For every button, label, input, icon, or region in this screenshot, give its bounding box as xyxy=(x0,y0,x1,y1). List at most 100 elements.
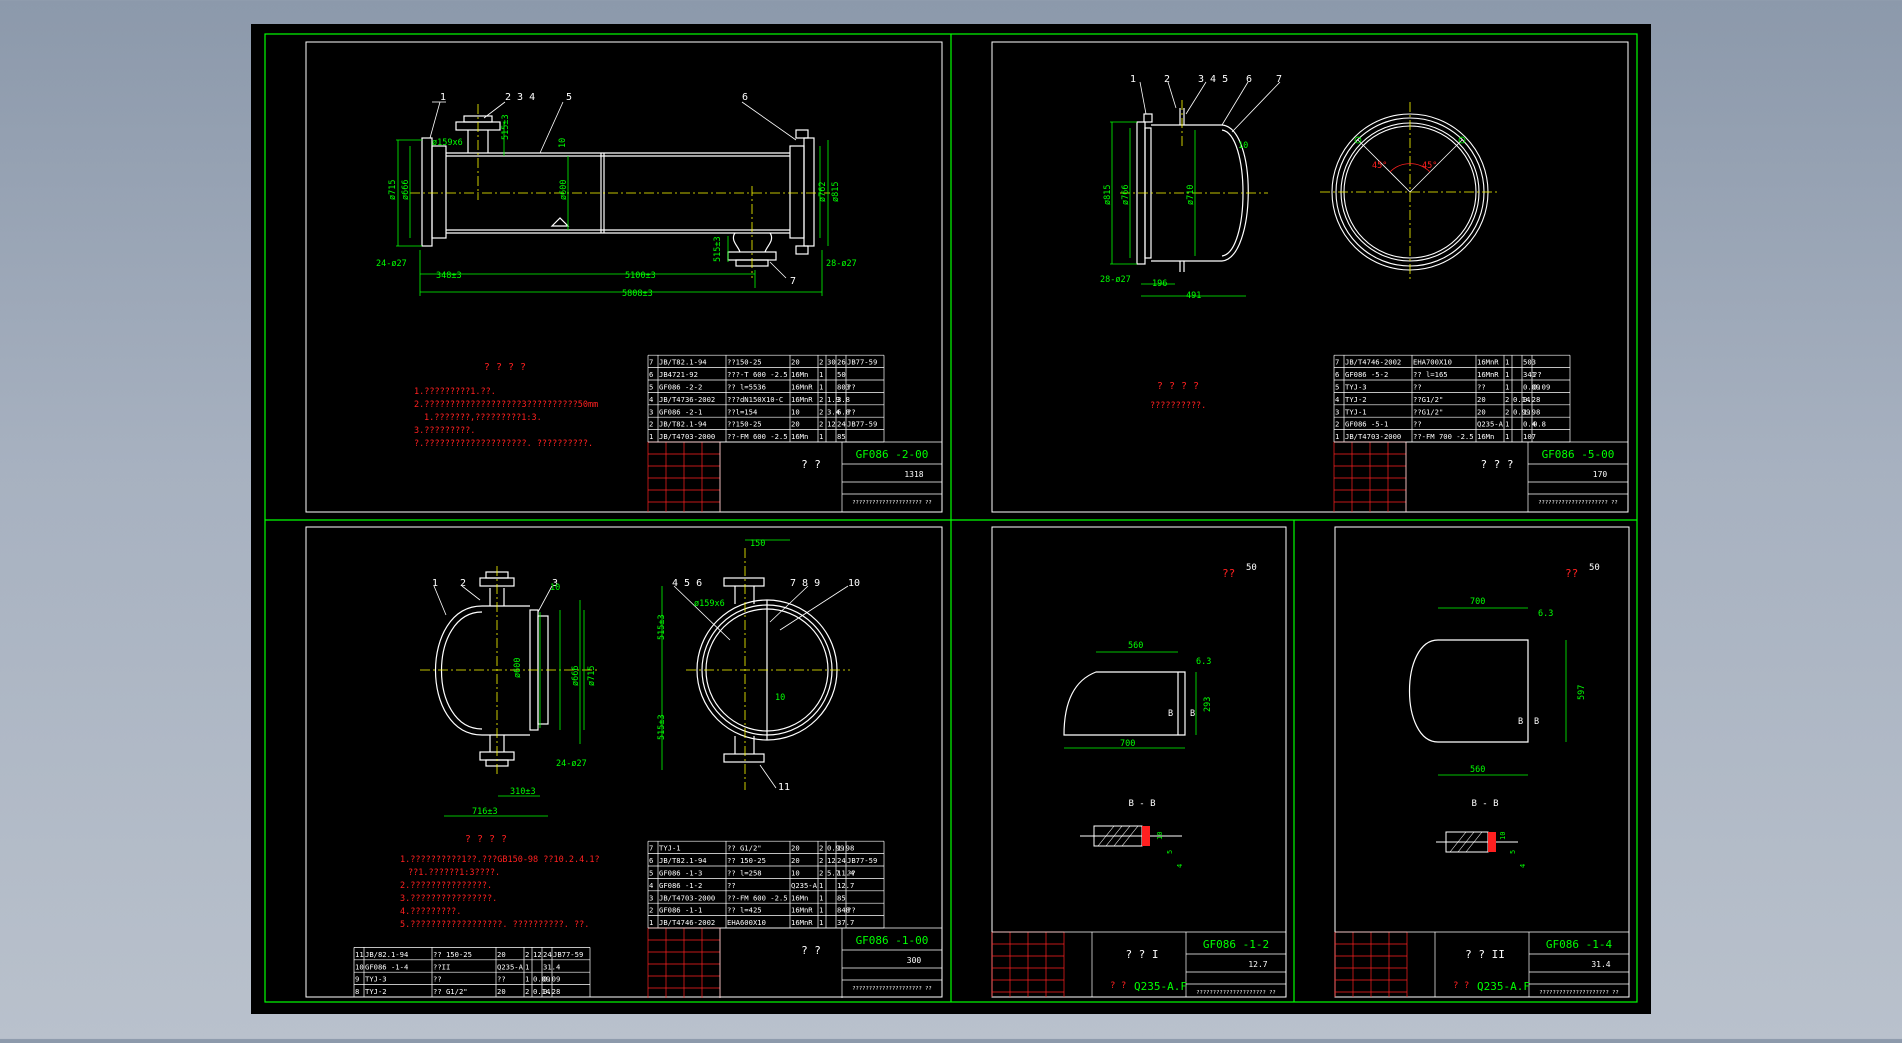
sheet-2-bom-cell: 16MnR xyxy=(1477,370,1499,379)
dimension-text: 10 xyxy=(558,138,568,148)
sheet-4-dimension: 700 xyxy=(1120,739,1135,749)
sheet-1-bom-cell: JB/T82.1-94 xyxy=(659,358,707,367)
sheet-2-bom-cell: ??-FM 700 -2.5 xyxy=(1413,432,1474,441)
sheet-3-assembly-drawing xyxy=(420,539,850,817)
note-line: ??????????. xyxy=(1150,401,1206,411)
sheet-1-bom-cell: 7 xyxy=(649,358,653,367)
sheet-4-section-dim: 4 xyxy=(1176,864,1184,868)
sheet-3-bom-extra-cell: JB/82.1-94 xyxy=(365,950,408,959)
sheet-2-bom-cell: TYJ-3 xyxy=(1345,383,1367,392)
sheet-2-title-block-title: ? ? ? xyxy=(1480,458,1513,471)
dimension-text: ø600 xyxy=(559,180,569,200)
sheet-3-bom-cell: JB/T4746-2002 xyxy=(659,918,715,927)
sheet-5-dimension: 700 xyxy=(1470,597,1485,607)
dimension-text: ø715 xyxy=(587,666,597,686)
dimension-text: 150 xyxy=(750,539,765,549)
sheet-3-bom-extra-cell: 24 xyxy=(543,950,552,959)
sheet-2-bom-cell: 5 xyxy=(1335,383,1339,392)
sheet-2-bom-cell: 7 xyxy=(1335,358,1339,367)
sheet-3-bom-cell: ?? l=258 xyxy=(727,869,762,878)
sheet-2-bom-cell: 0.8 xyxy=(1533,420,1546,429)
sheet-1-bom-cell: ???dN150X10-C xyxy=(727,395,783,404)
note-line: ??1.??????1:3????. xyxy=(408,868,500,878)
sheet-3-bom-extra-cell: 9 xyxy=(355,975,359,984)
dimension-text: 515±3 xyxy=(657,614,667,640)
balloon: 1 xyxy=(432,578,438,589)
dimension-text: 310±3 xyxy=(510,787,536,797)
balloon: 1 xyxy=(1130,74,1136,85)
sheet-2-bom-cell: 1 xyxy=(1505,432,1509,441)
sheet-3-bom-cell: 5.7 xyxy=(827,869,840,878)
dimension-text: 24-ø27 xyxy=(376,259,407,269)
sheet-1-bom-cell: ??-FM 600 -2.5 xyxy=(727,432,788,441)
sheet-1-bom-cell: 6 xyxy=(649,370,653,379)
sheet-5-border xyxy=(1334,526,1630,998)
sheet-3-bom-cell: 1 xyxy=(819,893,823,902)
sheet-1-bom-cell: 3.4 xyxy=(827,407,840,416)
sheet-3-bom-cell: 16MnR xyxy=(791,918,813,927)
dimension-text: 10 xyxy=(775,693,785,703)
dimension-text: 716±3 xyxy=(472,807,498,817)
dimension-text: ø159x6 xyxy=(694,599,725,609)
sheet-5-dimension: 6.3 xyxy=(1538,609,1553,619)
balloon: 5 xyxy=(566,92,572,103)
balloon: 6 xyxy=(1246,74,1252,85)
sheet-5-material: Q235-A.F xyxy=(1477,980,1530,993)
sheet-3-bom-cell: ?? xyxy=(727,881,736,890)
dimension-text: ø766 xyxy=(1121,185,1131,205)
notes-title: ? ? ? ? xyxy=(465,834,507,845)
sheet-3-bom-cell: JB/T4703-2000 xyxy=(659,893,715,902)
sheet-3-bom-cell: EHA600X10 xyxy=(727,918,766,927)
sheet-3-title-block-drawing-no: GF086 -1-00 xyxy=(856,934,929,947)
sheet-2-bom-cell: 1 xyxy=(1335,432,1339,441)
sheet-1-bom-cell: JB4721-92 xyxy=(659,370,698,379)
sheet-3-bom-cell: 1 xyxy=(819,881,823,890)
sheet-4-weight: 12.7 xyxy=(1248,960,1267,969)
sheet-2-bom-cell: ?? xyxy=(1477,383,1486,392)
sheet-1-bom-cell: ???-T 600 -2.5 xyxy=(727,370,788,379)
balloon: 2 xyxy=(1164,74,1170,85)
sheet-3-bom-extra-cell: TYJ-2 xyxy=(365,987,387,996)
sheet-2-bom-cell: 3 xyxy=(1335,407,1339,416)
balloon: 2 xyxy=(460,578,466,589)
sheet-4-section-dim: 10 xyxy=(1156,832,1164,840)
sheet-1-bom-cell: 16Mn xyxy=(791,432,808,441)
dimension-text: ø815 xyxy=(831,182,841,202)
note-line: ?.????????????????????. ??????????. xyxy=(414,439,593,449)
sheet-5-material-label: ? ? xyxy=(1453,981,1469,991)
sheet-1-bom-cell: ?? l=5536 xyxy=(727,383,766,392)
sheet-2-bom-cell: 107 xyxy=(1523,432,1536,441)
sheet-3-title-block-title: ? ? xyxy=(801,944,821,957)
sheet-4-dimension: 6.3 xyxy=(1196,657,1211,667)
sheet-2-bom-cell: 2 xyxy=(1335,420,1339,429)
sheet-2-bom-cell: 0.09 xyxy=(1533,383,1550,392)
sheet-5-section-dim: 5 xyxy=(1509,850,1517,854)
sheet-3-bom-cell: 10 xyxy=(791,869,800,878)
sheet-1-bom-cell: ??150-25 xyxy=(727,358,762,367)
sheet-3-bom-cell: 16MnR xyxy=(791,906,813,915)
dimension-text: 515±3 xyxy=(713,236,723,262)
balloon: 3 xyxy=(552,578,558,589)
sheet-2-border xyxy=(991,41,1629,513)
sheet-2-bom-cell: 16Mn xyxy=(1477,432,1494,441)
sheet-2-bom-cell: JB/T4746-2002 xyxy=(1345,358,1401,367)
sheet-2-bom-cell: ??G1/2" xyxy=(1413,407,1443,416)
note-line: 2.???????????????????3??????????50mm xyxy=(414,400,598,410)
sheet-3-bom-cell: 3 xyxy=(649,893,653,902)
sheet-3-bom-extra-cell: ?? 150-25 xyxy=(433,950,472,959)
dimension-text: 28-ø27 xyxy=(826,259,857,269)
note-line: 4.?????????. xyxy=(400,907,461,917)
sheet-2-bom-cell: ?? xyxy=(1413,420,1422,429)
sheet-3-bom-cell: 848 xyxy=(837,906,850,915)
sheet-2-bom-cell: 6 xyxy=(1335,370,1339,379)
sheet-3-title-block-footer: ????????????????????? ?? xyxy=(852,986,931,992)
sheet-3-bom-extra-cell: 1 xyxy=(525,962,529,971)
dimension-text: ø159x6 xyxy=(432,138,463,148)
dimension-text: ø600 xyxy=(513,658,523,678)
sheet-1-title-block-title: ? ? xyxy=(801,458,821,471)
sheet-3-bom-extra-cell: ??II xyxy=(433,962,450,971)
sheet-5-part-drawing xyxy=(1408,607,1567,853)
sheet-1-bom-cell: JB77-59 xyxy=(847,420,877,429)
